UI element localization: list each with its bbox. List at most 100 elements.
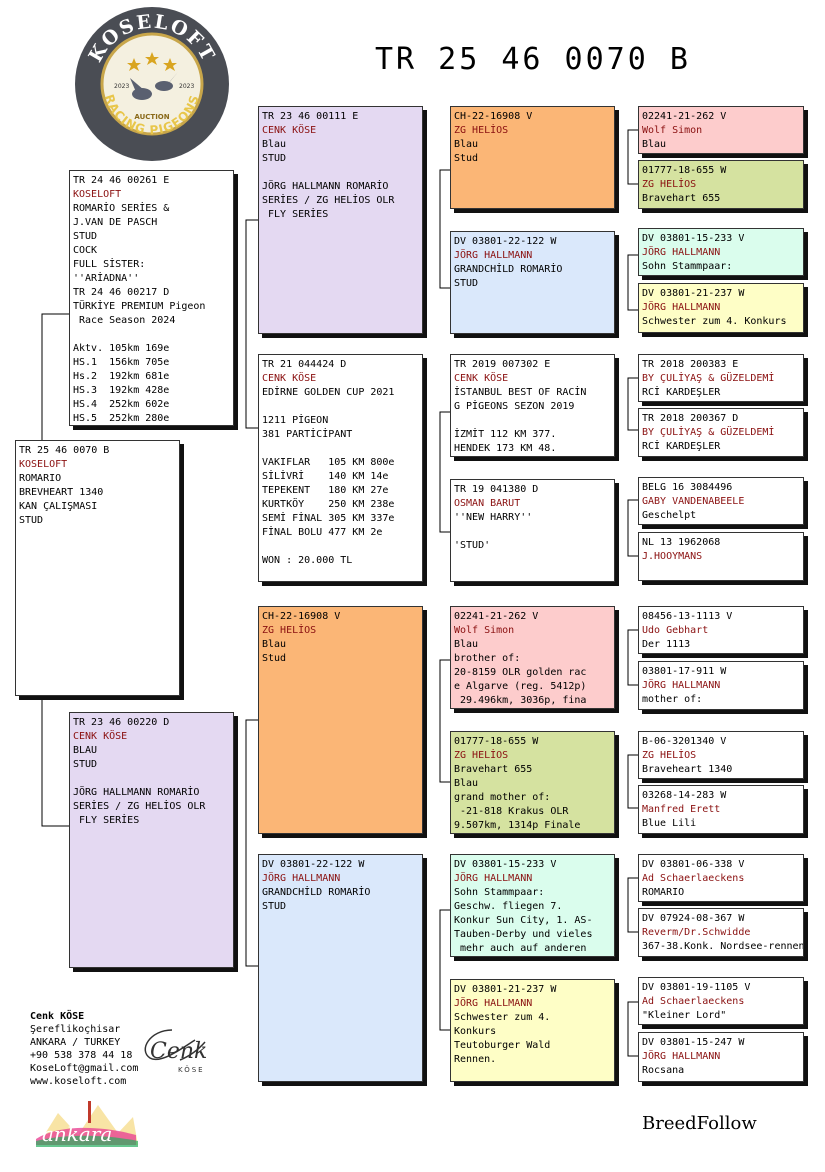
breeder-name: Wolf Simon xyxy=(454,625,515,636)
pigeon-info-line: "Kleiner Lord" xyxy=(642,1010,727,1021)
signature-subtext: KÖSE xyxy=(178,1065,205,1074)
pigeon-info-line: Schwester zum 4. xyxy=(454,1012,551,1023)
pigeon-info-line xyxy=(73,328,230,342)
contact-line: Şereflikoçhisar xyxy=(30,1024,121,1035)
breeder-name: OSMAN BARUT xyxy=(454,498,521,509)
breeder-name: KOSELOFT xyxy=(19,459,68,470)
ring-number: 02241-21-262 V xyxy=(454,611,539,622)
ring-number: DV 03801-15-247 W xyxy=(642,1037,745,1048)
ring-number: DV 07924-08-367 W xyxy=(642,913,745,924)
ring-number: DV 03801-15-233 V xyxy=(642,233,745,244)
breeder-name: ZG HELİOS xyxy=(454,750,509,761)
pigeon-info-line: FLY SERİES xyxy=(262,209,329,220)
pigeon-info-line: İZMİT 112 KM 377. xyxy=(454,429,557,440)
pigeon-info-line: grand mother of: xyxy=(454,792,551,803)
pigeon-info-line: JÖRG HALLMANN ROMARİO xyxy=(262,181,389,192)
ankara-logo: ankara xyxy=(36,1101,138,1147)
ring-number: 01777-18-655 W xyxy=(454,736,539,747)
pigeon-info-line: STUD xyxy=(73,231,98,242)
pigeon-info-line: WON : 20.000 TL xyxy=(262,555,353,566)
pigeon-info-line: Race Season 2024 xyxy=(73,315,176,326)
breeder-name: JÖRG HALLMANN xyxy=(642,680,721,691)
pigeon-info-line: Der 1113 xyxy=(642,639,691,650)
pedigree-title: TR 25 46 0070 B xyxy=(375,42,691,77)
breeder-name: ZG HELİOS xyxy=(642,179,697,190)
pigeon-info-line: Bravehart 655 xyxy=(642,193,721,204)
pigeon-info-line: GRANDCHİLD ROMARİO xyxy=(454,264,563,275)
pigeon-info-line: İSTANBUL BEST OF RACİN xyxy=(454,387,587,398)
ring-number: TR 2018 200383 E xyxy=(642,359,739,370)
pigeon-info-line: Stud xyxy=(454,153,479,164)
pigeon-card-g4-16: DV 03801-15-247 W JÖRG HALLMANN Rocsana xyxy=(638,1032,804,1082)
pigeon-info-line: HS.5 252km 280e xyxy=(73,413,170,424)
pigeon-info-line: ROMARIO xyxy=(19,473,62,484)
pigeon-info-line: VAKIFLAR 105 KM 800e xyxy=(262,457,395,468)
pigeon-info-line: Schwester zum 4. Konkurs xyxy=(642,316,787,327)
pigeon-info-line: Geschw. fliegen 7. xyxy=(454,901,563,912)
pigeon-info-line xyxy=(262,400,419,414)
pigeon-info-line: Rocsana xyxy=(642,1065,685,1076)
contact-name: Cenk KÖSE xyxy=(30,1011,85,1022)
breeder-name: JÖRG HALLMANN xyxy=(454,250,533,261)
ring-number: TR 23 46 00220 D xyxy=(73,717,170,728)
ring-number: DV 03801-06-338 V xyxy=(642,859,745,870)
pigeon-info-line xyxy=(262,442,419,456)
ring-number: DV 03801-15-233 V xyxy=(454,859,557,870)
breeder-name: Udo Gebhart xyxy=(642,625,709,636)
ring-number: TR 24 46 00261 E xyxy=(73,175,170,186)
ring-number: CH-22-16908 V xyxy=(262,611,341,622)
pigeon-info-line xyxy=(262,166,419,180)
pigeon-info-line: 367-38.Konk. Nordsee-rennen xyxy=(642,941,804,952)
ring-number: TR 2018 200367 D xyxy=(642,413,739,424)
pigeon-info-line: STUD xyxy=(454,278,479,289)
contact-email[interactable]: KoseLoft@gmail.com xyxy=(30,1063,139,1074)
pigeon-info-line: Blau xyxy=(454,778,479,789)
pigeon-info-line: Teutoburger Wald xyxy=(454,1040,551,1051)
pigeon-info-line: SEMİ FİNAL 305 KM 337e xyxy=(262,513,395,524)
breedfollow-brand: BreedFollow xyxy=(642,1113,757,1134)
pigeon-info-line: HS.3 192km 428e xyxy=(73,385,170,396)
breeder-name: Manfred Erett xyxy=(642,804,721,815)
pigeon-info-line xyxy=(454,525,611,539)
contact-website[interactable]: www.koseloft.com xyxy=(30,1076,127,1087)
contact-phone: +90 538 378 44 18 xyxy=(30,1050,133,1061)
ring-number: DV 03801-21-237 W xyxy=(454,984,557,995)
pigeon-info-line: Blau xyxy=(454,639,479,650)
ring-number: TR 25 46 0070 B xyxy=(19,445,110,456)
breeder-name: JÖRG HALLMANN xyxy=(454,998,533,1009)
pigeon-info-line: Braveheart 1340 xyxy=(642,764,733,775)
pigeon-card-ssd: DV 03801-22-122 W JÖRG HALLMANN GRANDCHİLD… xyxy=(450,231,615,334)
breeder-name: JÖRG HALLMANN xyxy=(642,302,721,313)
breeder-name: JÖRG HALLMANN xyxy=(642,1051,721,1062)
pigeon-info-line: HENDEK 173 KM 48. xyxy=(454,443,557,454)
pigeon-card-ddd: DV 03801-21-237 W JÖRG HALLMANN Schwester … xyxy=(450,979,615,1082)
ring-number: DV 03801-22-122 W xyxy=(454,236,557,247)
pigeon-info-line: Konkur Sun City, 1. AS- xyxy=(454,915,593,926)
pigeon-info-line: 381 PARTİCİPANT xyxy=(262,429,353,440)
pigeon-info-line: brother of: xyxy=(454,653,521,664)
pigeon-info-line: 9.507km, 1314p Finale xyxy=(454,820,581,831)
breeder-name: BY ÇULİYAŞ & GÜZELDEMİ xyxy=(642,427,775,438)
ring-number: NL 13 1962068 xyxy=(642,537,721,548)
ring-number: TR 19 041380 D xyxy=(454,484,539,495)
ring-number: CH-22-16908 V xyxy=(454,111,533,122)
pigeon-info-line: HS.4 252km 602e xyxy=(73,399,170,410)
pigeon-info-line: TEPEKENT 180 KM 27e xyxy=(262,485,389,496)
breeder-name: JÖRG HALLMANN xyxy=(454,873,533,884)
ring-number: TR 23 46 00111 E xyxy=(262,111,359,122)
pigeon-info-line: 29.496km, 3036p, fina xyxy=(454,695,587,706)
